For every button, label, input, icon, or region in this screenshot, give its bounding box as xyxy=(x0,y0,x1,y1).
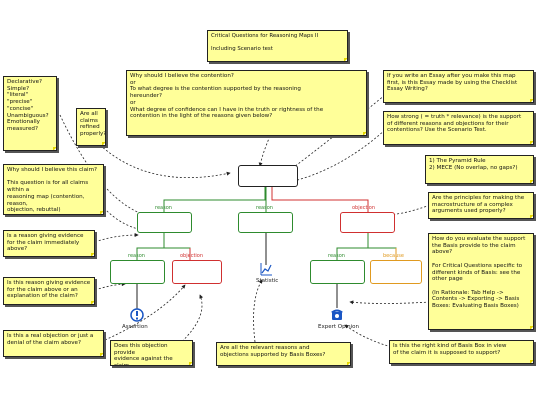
telephone-icon[interactable] xyxy=(330,307,344,321)
reason-box-left-sub[interactable] xyxy=(110,260,165,284)
why-contention-note: Why should I believe the contention? or … xyxy=(126,70,367,136)
arrow-contention xyxy=(258,135,271,167)
right-kind-basis-note: Is this the right kind of Basis Box in v… xyxy=(389,340,534,364)
real-objection-note: Is this a real objection or just a denia… xyxy=(3,330,104,357)
assertion-label: Assertion xyxy=(122,324,148,330)
link-right-branch xyxy=(271,187,369,212)
reason-box-right-sub[interactable] xyxy=(310,260,365,284)
arrow-basis-boxes xyxy=(253,279,263,343)
pyramid-mece-note: 1) The Pyramid Rule 2) MECE (No overlap,… xyxy=(425,155,534,184)
arrow-evaluate xyxy=(349,300,431,305)
arrow-real-obj xyxy=(104,284,186,341)
arrow-reason-expl xyxy=(94,282,126,291)
basis-boxes-note: Are all the relevant reasons and objecti… xyxy=(216,342,351,366)
chart-icon[interactable] xyxy=(259,262,273,276)
objection-label-right: objection xyxy=(352,205,376,211)
rebuttal-box-right-sub[interactable] xyxy=(370,260,422,284)
reason-label-left-sub: reason xyxy=(128,253,145,259)
link-left-branch xyxy=(163,187,266,212)
objection-box-right[interactable] xyxy=(340,212,395,233)
reason-box-middle[interactable] xyxy=(238,212,293,233)
reason-explanation-note: Is this reason giving evidence for the c… xyxy=(3,277,95,305)
exclamation-icon[interactable] xyxy=(130,308,144,322)
reason-evidence-note: Is a reason giving evidence for the clai… xyxy=(3,230,95,257)
objection-box-left-sub[interactable] xyxy=(172,260,222,284)
statistic-label: Statistic xyxy=(256,278,279,284)
why-claim-note: Why should I believe this claim? This qu… xyxy=(3,164,104,215)
all-claims-refined-note: Are all claims refined properly? xyxy=(76,108,106,146)
reason-box-left[interactable] xyxy=(137,212,192,233)
arrow-strong xyxy=(289,129,386,184)
claim-qualities-note: Declarative? Simple? "literal" "precise"… xyxy=(3,76,57,151)
reason-label-right-sub: reason xyxy=(328,253,345,259)
objection-evidence-note: Does this objection provide evidence aga… xyxy=(110,340,193,366)
expert-opinion-label: Expert Opinion xyxy=(318,324,359,330)
title-note: Critical Questions for Reasoning Maps II… xyxy=(207,30,348,62)
arrow-reason-ev xyxy=(94,233,139,243)
arrow-all-claims xyxy=(99,144,231,179)
reason-label-middle: reason xyxy=(256,205,273,211)
contention-box[interactable] xyxy=(238,165,298,187)
arrow-essay xyxy=(289,94,386,171)
principles-note: Are the principles for making the macros… xyxy=(428,192,534,219)
rebuttal-label-right-sub: because xyxy=(383,253,404,259)
essay-note: If you write an Essay after you make thi… xyxy=(383,70,534,103)
scenario-test-note: How strong ( = truth * relevance) is the… xyxy=(383,111,534,145)
reason-label-left: reason xyxy=(155,205,172,211)
arrow-principles xyxy=(379,204,431,218)
evaluate-basis-note: How do you evaluate the support the Basi… xyxy=(428,233,534,330)
objection-label-left-sub: objection xyxy=(180,253,204,259)
